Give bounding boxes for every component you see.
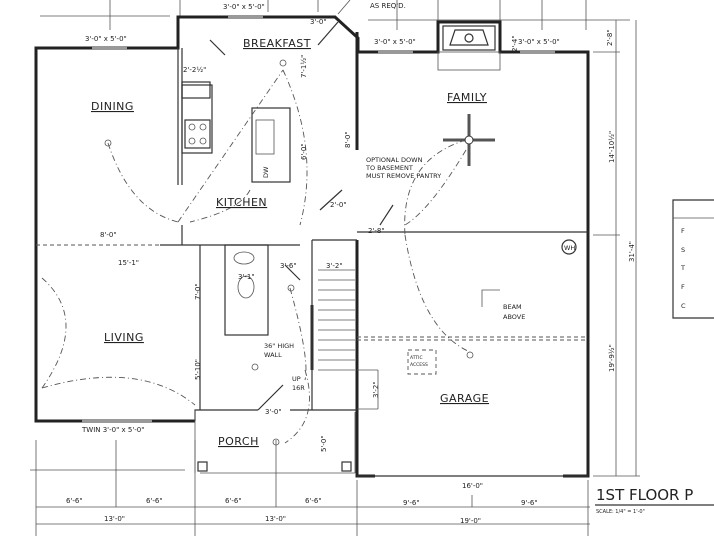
bathroom bbox=[224, 244, 269, 336]
dim-bottom: 6'-6" bbox=[305, 497, 322, 505]
note-as-reqd: AS REQ'D. bbox=[370, 2, 406, 10]
dim-living-a: 7'-0" bbox=[194, 283, 202, 300]
side-box-letter: T bbox=[680, 264, 685, 272]
room-label-family: FAMILY bbox=[447, 91, 487, 104]
dim-breakfast-depth: 7'-1½" bbox=[300, 55, 308, 78]
dim-dining-width: 15'-1" bbox=[118, 259, 139, 267]
toilet-icon bbox=[237, 275, 255, 299]
dim-bottom: 9'-6" bbox=[403, 499, 420, 507]
dim-garage-width: 16'-0" bbox=[462, 482, 483, 490]
note-remove-pantry: MUST REMOVE PANTRY bbox=[366, 172, 441, 180]
windows bbox=[82, 15, 555, 423]
note-up: UP bbox=[292, 375, 301, 383]
window-label-family-left: 3'-0" x 5'-0" bbox=[374, 38, 416, 46]
dim-closet: 2'-0" bbox=[330, 201, 347, 209]
room-label-living: LIVING bbox=[104, 331, 144, 344]
window-family-right bbox=[520, 50, 555, 54]
kitchen-island bbox=[251, 107, 291, 183]
fireplace-icon bbox=[437, 25, 501, 71]
window-living bbox=[82, 419, 152, 423]
light-fixture-icons bbox=[104, 59, 474, 446]
dim-bottom: 6'-6" bbox=[146, 497, 163, 505]
dim-bottom: 6'-6" bbox=[225, 497, 242, 505]
dim-right-family: 14'-10½" bbox=[608, 131, 616, 163]
dim-garage-step: 3'-2" bbox=[372, 381, 380, 398]
side-box-letter: C bbox=[681, 302, 686, 310]
staircase bbox=[310, 269, 355, 371]
dim-hall-b: 3'-2" bbox=[326, 262, 343, 270]
dim-breakfast-door: 3'-0" bbox=[310, 18, 327, 26]
note-beam: BEAM bbox=[503, 303, 522, 311]
drawing-scale: SCALE: 1/4" = 1'-0" bbox=[596, 509, 645, 515]
note-36-high: 36" HIGH bbox=[264, 342, 294, 350]
dim-total: 13'-0" bbox=[104, 515, 125, 523]
dim-right-total: 31'-4" bbox=[628, 241, 636, 262]
note-to-basement: TO BASEMENT bbox=[365, 164, 413, 172]
side-box-letter: F bbox=[681, 283, 685, 291]
side-legend-box: F S T F C bbox=[672, 199, 714, 319]
dim-right-top: 2'-8" bbox=[606, 29, 614, 46]
attic-access bbox=[407, 349, 437, 375]
sink-icon bbox=[255, 119, 275, 155]
ceiling-fan-icon bbox=[443, 114, 495, 166]
cooktop-icon bbox=[184, 119, 211, 149]
water-heater-icon: WH bbox=[561, 239, 577, 255]
dim-total: 13'-0" bbox=[265, 515, 286, 523]
window-breakfast bbox=[228, 15, 263, 19]
top-construction-lines bbox=[40, 0, 630, 30]
side-box-letter: F bbox=[681, 227, 685, 235]
note-wall: WALL bbox=[264, 351, 282, 359]
note-attic: ATTIC bbox=[410, 355, 423, 361]
dim-fireplace-side: 2'-4" bbox=[511, 35, 519, 52]
room-label-kitchen: KITCHEN bbox=[216, 196, 267, 209]
window-family-left bbox=[378, 50, 413, 54]
note-attic-access: ACCESS bbox=[410, 362, 428, 368]
dim-living-b: 5'-10" bbox=[194, 359, 202, 380]
interior-walls bbox=[36, 48, 588, 410]
window-label-living: TWIN 3'-0" x 5'-0" bbox=[81, 426, 144, 434]
note-beam-above: ABOVE bbox=[503, 313, 525, 321]
water-heater-label: WH bbox=[564, 244, 575, 252]
dim-pantry: 2'-2½" bbox=[183, 66, 206, 74]
dim-hall-a: 3'-6" bbox=[280, 262, 297, 270]
room-label-garage: GARAGE bbox=[440, 392, 489, 405]
note-dishwasher: DW bbox=[262, 166, 270, 178]
electrical-arcs bbox=[41, 69, 471, 444]
room-label-dining: DINING bbox=[91, 100, 134, 113]
dim-bottom: 6'-6" bbox=[66, 497, 83, 505]
window-label-dining: 3'-0" x 5'-0" bbox=[85, 35, 127, 43]
room-label-porch: PORCH bbox=[218, 435, 259, 448]
doors bbox=[209, 21, 394, 411]
exterior-walls bbox=[34, 15, 590, 478]
dim-hall: 8'-0" bbox=[344, 131, 352, 148]
window-dining bbox=[92, 46, 127, 50]
side-box-letter: S bbox=[681, 246, 685, 254]
dim-porch-door: 3'-0" bbox=[265, 408, 282, 416]
room-label-breakfast: BREAKFAST bbox=[243, 37, 311, 50]
drawing-title: 1ST FLOOR P bbox=[596, 486, 693, 504]
dim-porch-depth: 5'-0" bbox=[320, 435, 328, 452]
window-label-family-right: 3'-0" x 5'-0" bbox=[518, 38, 560, 46]
dimension-lines bbox=[30, 20, 640, 536]
dim-total: 19'-0" bbox=[460, 517, 481, 525]
dim-dining-bottom: 8'-0" bbox=[100, 231, 117, 239]
window-label-breakfast: 3'-0" x 5'-0" bbox=[223, 3, 265, 11]
note-16r: 16R bbox=[292, 384, 305, 392]
dim-bath: 3'-1" bbox=[238, 273, 255, 281]
dim-right-garage: 19'-9½" bbox=[608, 344, 616, 372]
lavatory-icon bbox=[233, 251, 255, 265]
dim-island: 6'-0" bbox=[300, 143, 308, 160]
dim-bottom: 9'-6" bbox=[521, 499, 538, 507]
note-optional-down: OPTIONAL DOWN bbox=[366, 156, 423, 164]
dim-stair-door: 2'-8" bbox=[368, 227, 385, 235]
